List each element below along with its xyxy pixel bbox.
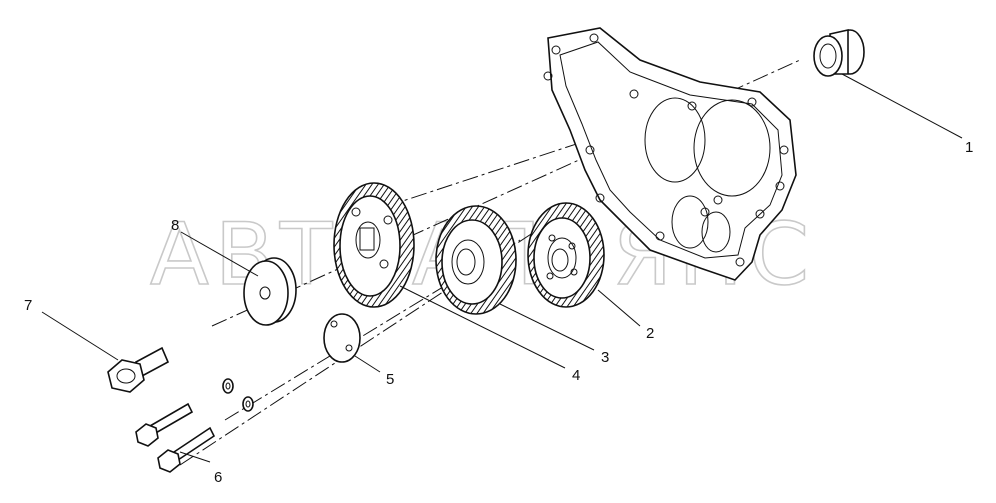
gear-housing	[543, 27, 797, 281]
callout-1: 1	[965, 139, 973, 156]
small-washers	[222, 378, 254, 412]
part-3-gear	[435, 205, 517, 315]
leader-lines	[41, 73, 963, 463]
part-4-gear	[333, 182, 415, 308]
part-8-washer	[243, 257, 297, 326]
part-2-gear	[527, 202, 605, 308]
callout-6: 6	[214, 469, 222, 486]
callout-5: 5	[386, 371, 394, 388]
part-5-plate	[323, 313, 361, 363]
part-6-bolts	[135, 402, 216, 473]
callout-2: 2	[646, 325, 654, 342]
part-1-plug	[813, 29, 865, 77]
callout-7: 7	[24, 297, 32, 314]
part-7-bolt	[107, 346, 170, 393]
callout-labels: 1 2 3 4 5 6 7 8	[24, 139, 973, 486]
callout-8: 8	[171, 217, 179, 234]
callout-3: 3	[601, 349, 609, 366]
callout-4: 4	[572, 367, 580, 384]
